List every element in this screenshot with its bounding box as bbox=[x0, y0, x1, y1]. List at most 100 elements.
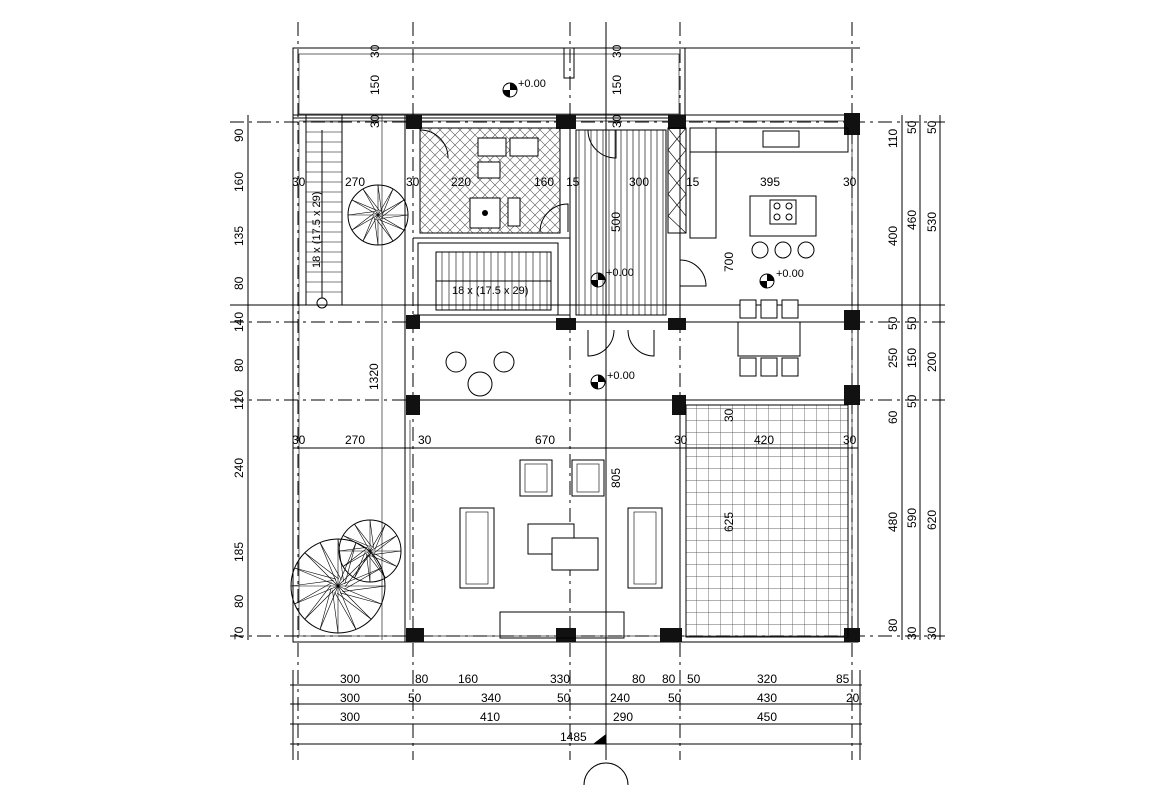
svg-text:80: 80 bbox=[232, 594, 246, 608]
dims-bottom: 300 80 160 330 80 80 50 320 85 300 50 34… bbox=[290, 670, 862, 785]
drawing-line bbox=[344, 567, 382, 590]
drawing-line bbox=[382, 188, 394, 215]
drawing-line bbox=[374, 535, 398, 553]
drawing-line bbox=[370, 555, 397, 567]
svg-text:450: 450 bbox=[757, 710, 777, 724]
dims-left: 90 160 135 80 140 80 120 240 185 80 70 bbox=[232, 115, 249, 640]
svg-text:30: 30 bbox=[905, 626, 919, 640]
central-stair bbox=[417, 242, 559, 316]
level-marker-hall: +0.00 bbox=[590, 370, 635, 390]
svg-text:460: 460 bbox=[905, 210, 919, 230]
drawing-line bbox=[376, 219, 394, 242]
level-marker-top: +0.00 bbox=[502, 78, 546, 98]
drawing-line bbox=[351, 213, 374, 231]
svg-text:50: 50 bbox=[925, 120, 939, 134]
dims-interior: 30 270 30 220 160 15 300 15 395 30 30 27… bbox=[292, 175, 857, 532]
drawing-line bbox=[338, 547, 368, 552]
svg-text:300: 300 bbox=[340, 691, 360, 705]
svg-text:+0.00: +0.00 bbox=[607, 370, 635, 382]
svg-text:620: 620 bbox=[925, 510, 939, 530]
svg-text:150: 150 bbox=[368, 75, 382, 95]
svg-text:30: 30 bbox=[610, 114, 624, 128]
svg-text:30: 30 bbox=[843, 175, 857, 189]
spiral-plant-top bbox=[347, 184, 409, 246]
drawing-line bbox=[362, 188, 380, 211]
svg-text:300: 300 bbox=[340, 672, 360, 686]
spiral-plant-bottom-small bbox=[338, 519, 402, 583]
svg-text:50: 50 bbox=[886, 316, 900, 330]
svg-text:50: 50 bbox=[905, 316, 919, 330]
svg-text:50: 50 bbox=[905, 120, 919, 134]
svg-text:30: 30 bbox=[292, 175, 306, 189]
level-marker-corridor: +0.00 bbox=[590, 267, 634, 288]
svg-text:+0.00: +0.00 bbox=[606, 267, 634, 279]
svg-text:480: 480 bbox=[886, 512, 900, 532]
svg-text:30: 30 bbox=[610, 44, 624, 58]
drawing-line bbox=[347, 211, 376, 216]
drawing-line bbox=[294, 585, 339, 605]
drawing-line bbox=[369, 550, 397, 567]
drawing-line bbox=[362, 188, 379, 216]
svg-text:+0.00: +0.00 bbox=[518, 78, 546, 90]
svg-text:30: 30 bbox=[674, 433, 688, 447]
level-marker-kitchen: +0.00 bbox=[759, 268, 804, 289]
drawing-line bbox=[343, 550, 371, 567]
svg-text:50: 50 bbox=[668, 691, 682, 705]
drawing-line bbox=[351, 214, 379, 231]
drawing-line bbox=[354, 551, 366, 578]
svg-text:300: 300 bbox=[629, 175, 649, 189]
dims-right: 110 400 50 250 60 480 80 50 460 150 590 … bbox=[886, 115, 941, 640]
svg-text:500: 500 bbox=[609, 212, 623, 232]
svg-text:50: 50 bbox=[687, 672, 701, 686]
svg-text:120: 120 bbox=[232, 390, 246, 410]
svg-text:50: 50 bbox=[408, 691, 422, 705]
svg-text:395: 395 bbox=[760, 175, 780, 189]
svg-text:+0.00: +0.00 bbox=[776, 268, 804, 280]
svg-text:30: 30 bbox=[368, 114, 382, 128]
drawing-line bbox=[304, 585, 339, 620]
drawing-line bbox=[382, 199, 405, 217]
corridor bbox=[575, 127, 687, 316]
svg-text:15: 15 bbox=[686, 175, 700, 189]
svg-text:30: 30 bbox=[722, 408, 736, 422]
svg-text:30: 30 bbox=[418, 433, 432, 447]
svg-text:160: 160 bbox=[458, 672, 478, 686]
svg-text:150: 150 bbox=[905, 348, 919, 368]
svg-text:160: 160 bbox=[232, 172, 246, 192]
svg-text:80: 80 bbox=[415, 672, 429, 686]
svg-text:80: 80 bbox=[886, 618, 900, 632]
stair-note-left: 18 x (17.5 x 29) bbox=[311, 192, 323, 268]
svg-text:590: 590 bbox=[905, 508, 919, 528]
svg-text:80: 80 bbox=[632, 672, 646, 686]
hall bbox=[445, 329, 655, 397]
top-terrace bbox=[292, 47, 686, 119]
drawing-line bbox=[369, 535, 397, 552]
svg-text:410: 410 bbox=[480, 710, 500, 724]
bathroom bbox=[419, 127, 569, 234]
drawing-line bbox=[378, 219, 405, 231]
drawing-line bbox=[380, 214, 409, 219]
svg-text:420: 420 bbox=[754, 433, 774, 447]
drawing-line bbox=[337, 567, 382, 587]
drawing-line bbox=[369, 519, 374, 549]
svg-text:140: 140 bbox=[232, 312, 246, 332]
drawing-line bbox=[377, 199, 405, 216]
svg-text:625: 625 bbox=[722, 512, 736, 532]
svg-text:20: 20 bbox=[846, 691, 860, 705]
svg-text:700: 700 bbox=[722, 252, 736, 272]
drawing-line bbox=[351, 199, 378, 211]
svg-text:185: 185 bbox=[232, 542, 246, 562]
drawing-line bbox=[374, 524, 386, 551]
svg-text:80: 80 bbox=[232, 276, 246, 290]
svg-text:1320: 1320 bbox=[367, 363, 381, 390]
svg-text:30: 30 bbox=[843, 433, 857, 447]
drawing-line bbox=[362, 215, 374, 242]
svg-text:250: 250 bbox=[886, 348, 900, 368]
drawing-line bbox=[374, 217, 379, 246]
drawing-line bbox=[354, 523, 372, 547]
spiral-plant-bottom-large bbox=[290, 538, 386, 634]
svg-text:1485: 1485 bbox=[560, 730, 587, 744]
svg-text:300: 300 bbox=[340, 710, 360, 724]
svg-text:340: 340 bbox=[481, 691, 501, 705]
svg-text:85: 85 bbox=[836, 672, 850, 686]
